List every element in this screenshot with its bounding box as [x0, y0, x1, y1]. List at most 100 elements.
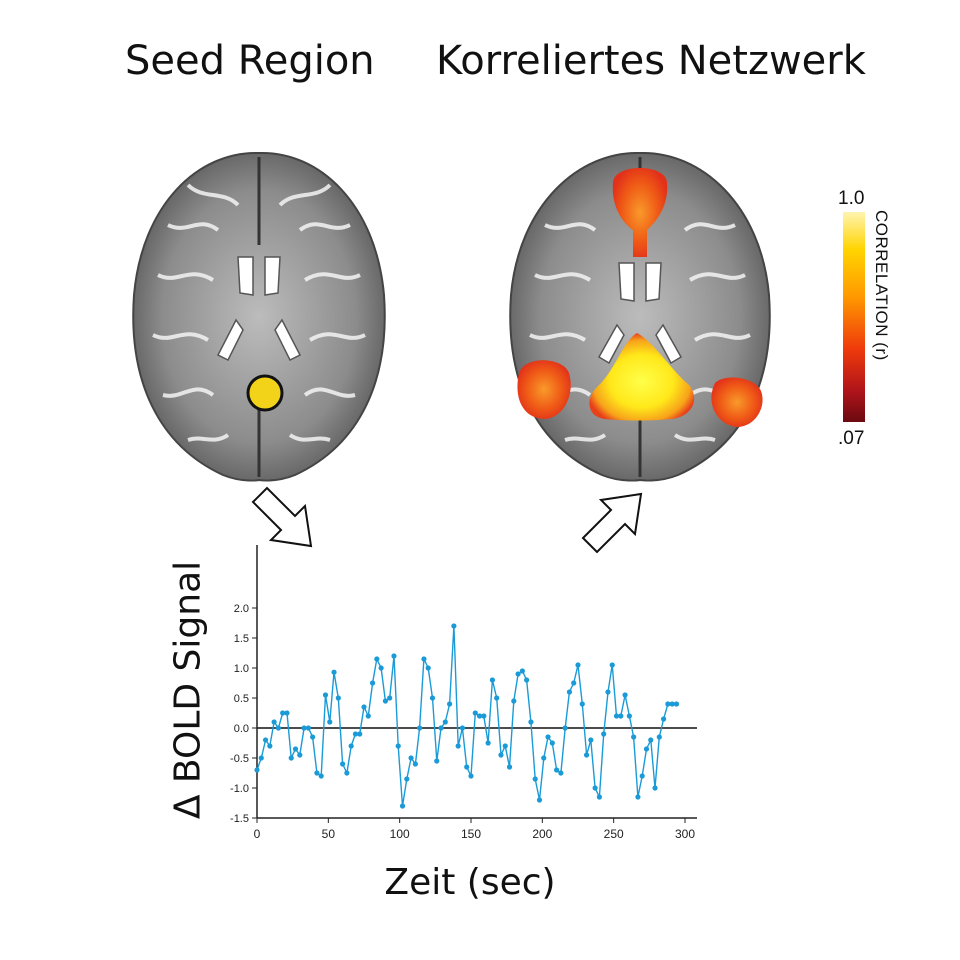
pcc-activation — [589, 333, 695, 421]
data-point — [596, 794, 603, 800]
data-point — [447, 701, 453, 707]
data-point — [395, 743, 401, 749]
data-point — [545, 734, 551, 740]
data-point — [566, 689, 573, 695]
data-point — [601, 731, 607, 737]
data-point — [335, 695, 341, 701]
data-point — [318, 773, 324, 779]
data-point — [635, 794, 641, 800]
bold-series-line — [256, 625, 677, 807]
y-axis-label: Δ BOLD Signal — [167, 560, 209, 820]
data-point — [622, 692, 628, 698]
left-angular-activation — [517, 360, 571, 419]
data-point — [378, 665, 384, 671]
data-point — [588, 737, 594, 743]
data-point — [532, 776, 538, 782]
data-point — [485, 740, 491, 746]
data-point — [327, 719, 333, 725]
data-point — [575, 662, 581, 668]
correlation-colorbar — [843, 212, 865, 422]
x-tick-label: 250 — [604, 827, 624, 841]
y-tick-label: -1.0 — [230, 783, 249, 795]
data-point — [613, 713, 620, 719]
data-point — [673, 701, 680, 707]
data-point — [631, 734, 637, 740]
network-title: Korreliertes Netzwerk — [436, 38, 866, 84]
data-point — [357, 731, 363, 737]
y-tick-label: 2.0 — [234, 603, 249, 615]
data-point — [417, 725, 423, 731]
data-point — [648, 737, 654, 743]
y-tick-label: 0.5 — [234, 693, 249, 705]
data-point — [498, 752, 504, 758]
data-point — [331, 669, 337, 675]
data-point — [652, 785, 658, 791]
data-point — [468, 773, 474, 779]
data-point — [399, 803, 406, 809]
data-point — [562, 725, 568, 731]
data-point — [271, 719, 277, 725]
data-point — [404, 776, 410, 782]
seed-brain-slice — [132, 151, 386, 482]
data-point — [511, 698, 517, 704]
data-point — [275, 725, 281, 731]
data-point — [558, 770, 564, 776]
data-point — [643, 746, 650, 752]
data-point — [656, 734, 662, 740]
data-point — [571, 680, 577, 686]
data-point — [292, 746, 299, 752]
x-tick-label: 50 — [322, 827, 336, 841]
data-point — [412, 761, 418, 767]
data-point — [369, 680, 376, 686]
data-point — [284, 710, 290, 716]
data-point — [549, 740, 555, 746]
data-point — [515, 671, 521, 677]
data-point — [609, 662, 615, 668]
data-point — [661, 716, 667, 722]
data-point — [541, 755, 547, 761]
data-point — [669, 701, 675, 707]
data-point — [506, 764, 513, 770]
data-point — [528, 719, 534, 725]
data-point — [254, 767, 260, 773]
data-point — [310, 734, 316, 740]
seed-marker — [246, 374, 284, 412]
mpfc-activation — [612, 168, 668, 257]
data-point — [301, 725, 307, 731]
data-point — [305, 725, 311, 731]
data-point — [322, 692, 329, 698]
data-point — [459, 725, 466, 731]
data-point — [382, 698, 388, 704]
data-point — [280, 710, 286, 716]
x-tick-label: 150 — [461, 827, 481, 841]
data-point — [554, 767, 560, 773]
data-point — [262, 737, 269, 743]
data-point — [352, 731, 359, 737]
data-point — [314, 770, 320, 776]
data-point — [489, 677, 495, 683]
colorbar-max-label: 1.0 — [838, 188, 865, 209]
data-point — [494, 695, 500, 701]
y-tick-label: -1.5 — [230, 813, 249, 825]
x-tick-label: 200 — [532, 827, 552, 841]
data-point — [476, 713, 483, 719]
data-point — [519, 668, 525, 674]
y-tick-label: -0.5 — [230, 753, 249, 765]
y-tick-label: 1.5 — [234, 633, 249, 645]
data-point — [267, 743, 273, 749]
data-point — [297, 752, 303, 758]
x-tick-label: 300 — [675, 827, 695, 841]
data-point — [639, 773, 645, 779]
data-point — [425, 665, 431, 671]
data-point — [344, 770, 350, 776]
data-point — [374, 656, 380, 662]
data-point — [472, 710, 478, 716]
data-point — [421, 656, 427, 662]
data-point — [365, 713, 371, 719]
data-point — [361, 704, 367, 710]
data-point — [438, 725, 444, 731]
data-point — [579, 701, 585, 707]
data-point — [592, 785, 598, 791]
data-point — [387, 695, 393, 701]
